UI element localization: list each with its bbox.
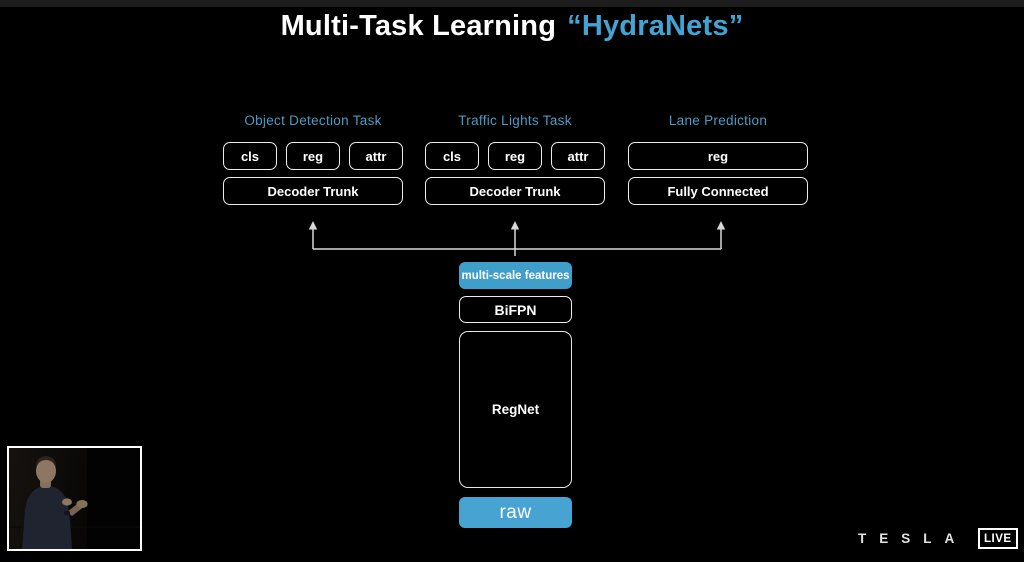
regnet-box: RegNet: [459, 331, 572, 488]
head-row: cls reg attr: [223, 142, 403, 170]
top-bar: [0, 0, 1024, 7]
presenter-silhouette: [9, 448, 140, 549]
head-box-cls: cls: [223, 142, 277, 170]
fully-connected-box: Fully Connected: [628, 177, 808, 205]
slide-title-highlight: “HydraNets”: [567, 9, 744, 42]
head-row: cls reg attr: [425, 142, 605, 170]
head-box-reg: reg: [286, 142, 340, 170]
head-box-reg: reg: [488, 142, 542, 170]
head-row: reg: [628, 142, 808, 170]
tesla-logo: TESLA: [858, 531, 968, 546]
decoder-trunk-box: Decoder Trunk: [223, 177, 403, 205]
head-box-attr: attr: [349, 142, 403, 170]
column-traffic-lights: Traffic Lights Task cls reg attr Decoder…: [425, 113, 605, 205]
bifpn-box: BiFPN: [459, 296, 572, 323]
live-badge: LIVE: [978, 528, 1018, 549]
head-box-reg: reg: [628, 142, 808, 170]
head-box-cls: cls: [425, 142, 479, 170]
column-object-detection: Object Detection Task cls reg attr Decod…: [223, 113, 403, 205]
column-label: Traffic Lights Task: [458, 113, 572, 128]
slide-title-main: Multi-Task Learning: [280, 9, 557, 42]
multi-scale-features-box: multi-scale features: [459, 262, 572, 289]
decoder-trunk-box: Decoder Trunk: [425, 177, 605, 205]
slide-title: Multi-Task Learning “HydraNets”: [0, 8, 1024, 44]
column-lane-prediction: Lane Prediction reg Fully Connected: [628, 113, 808, 205]
head-box-attr: attr: [551, 142, 605, 170]
branch-arrows-icon: [308, 221, 726, 256]
column-label: Object Detection Task: [244, 113, 382, 128]
raw-input-box: raw: [459, 497, 572, 528]
presenter-video: [7, 446, 142, 551]
column-label: Lane Prediction: [668, 113, 768, 128]
